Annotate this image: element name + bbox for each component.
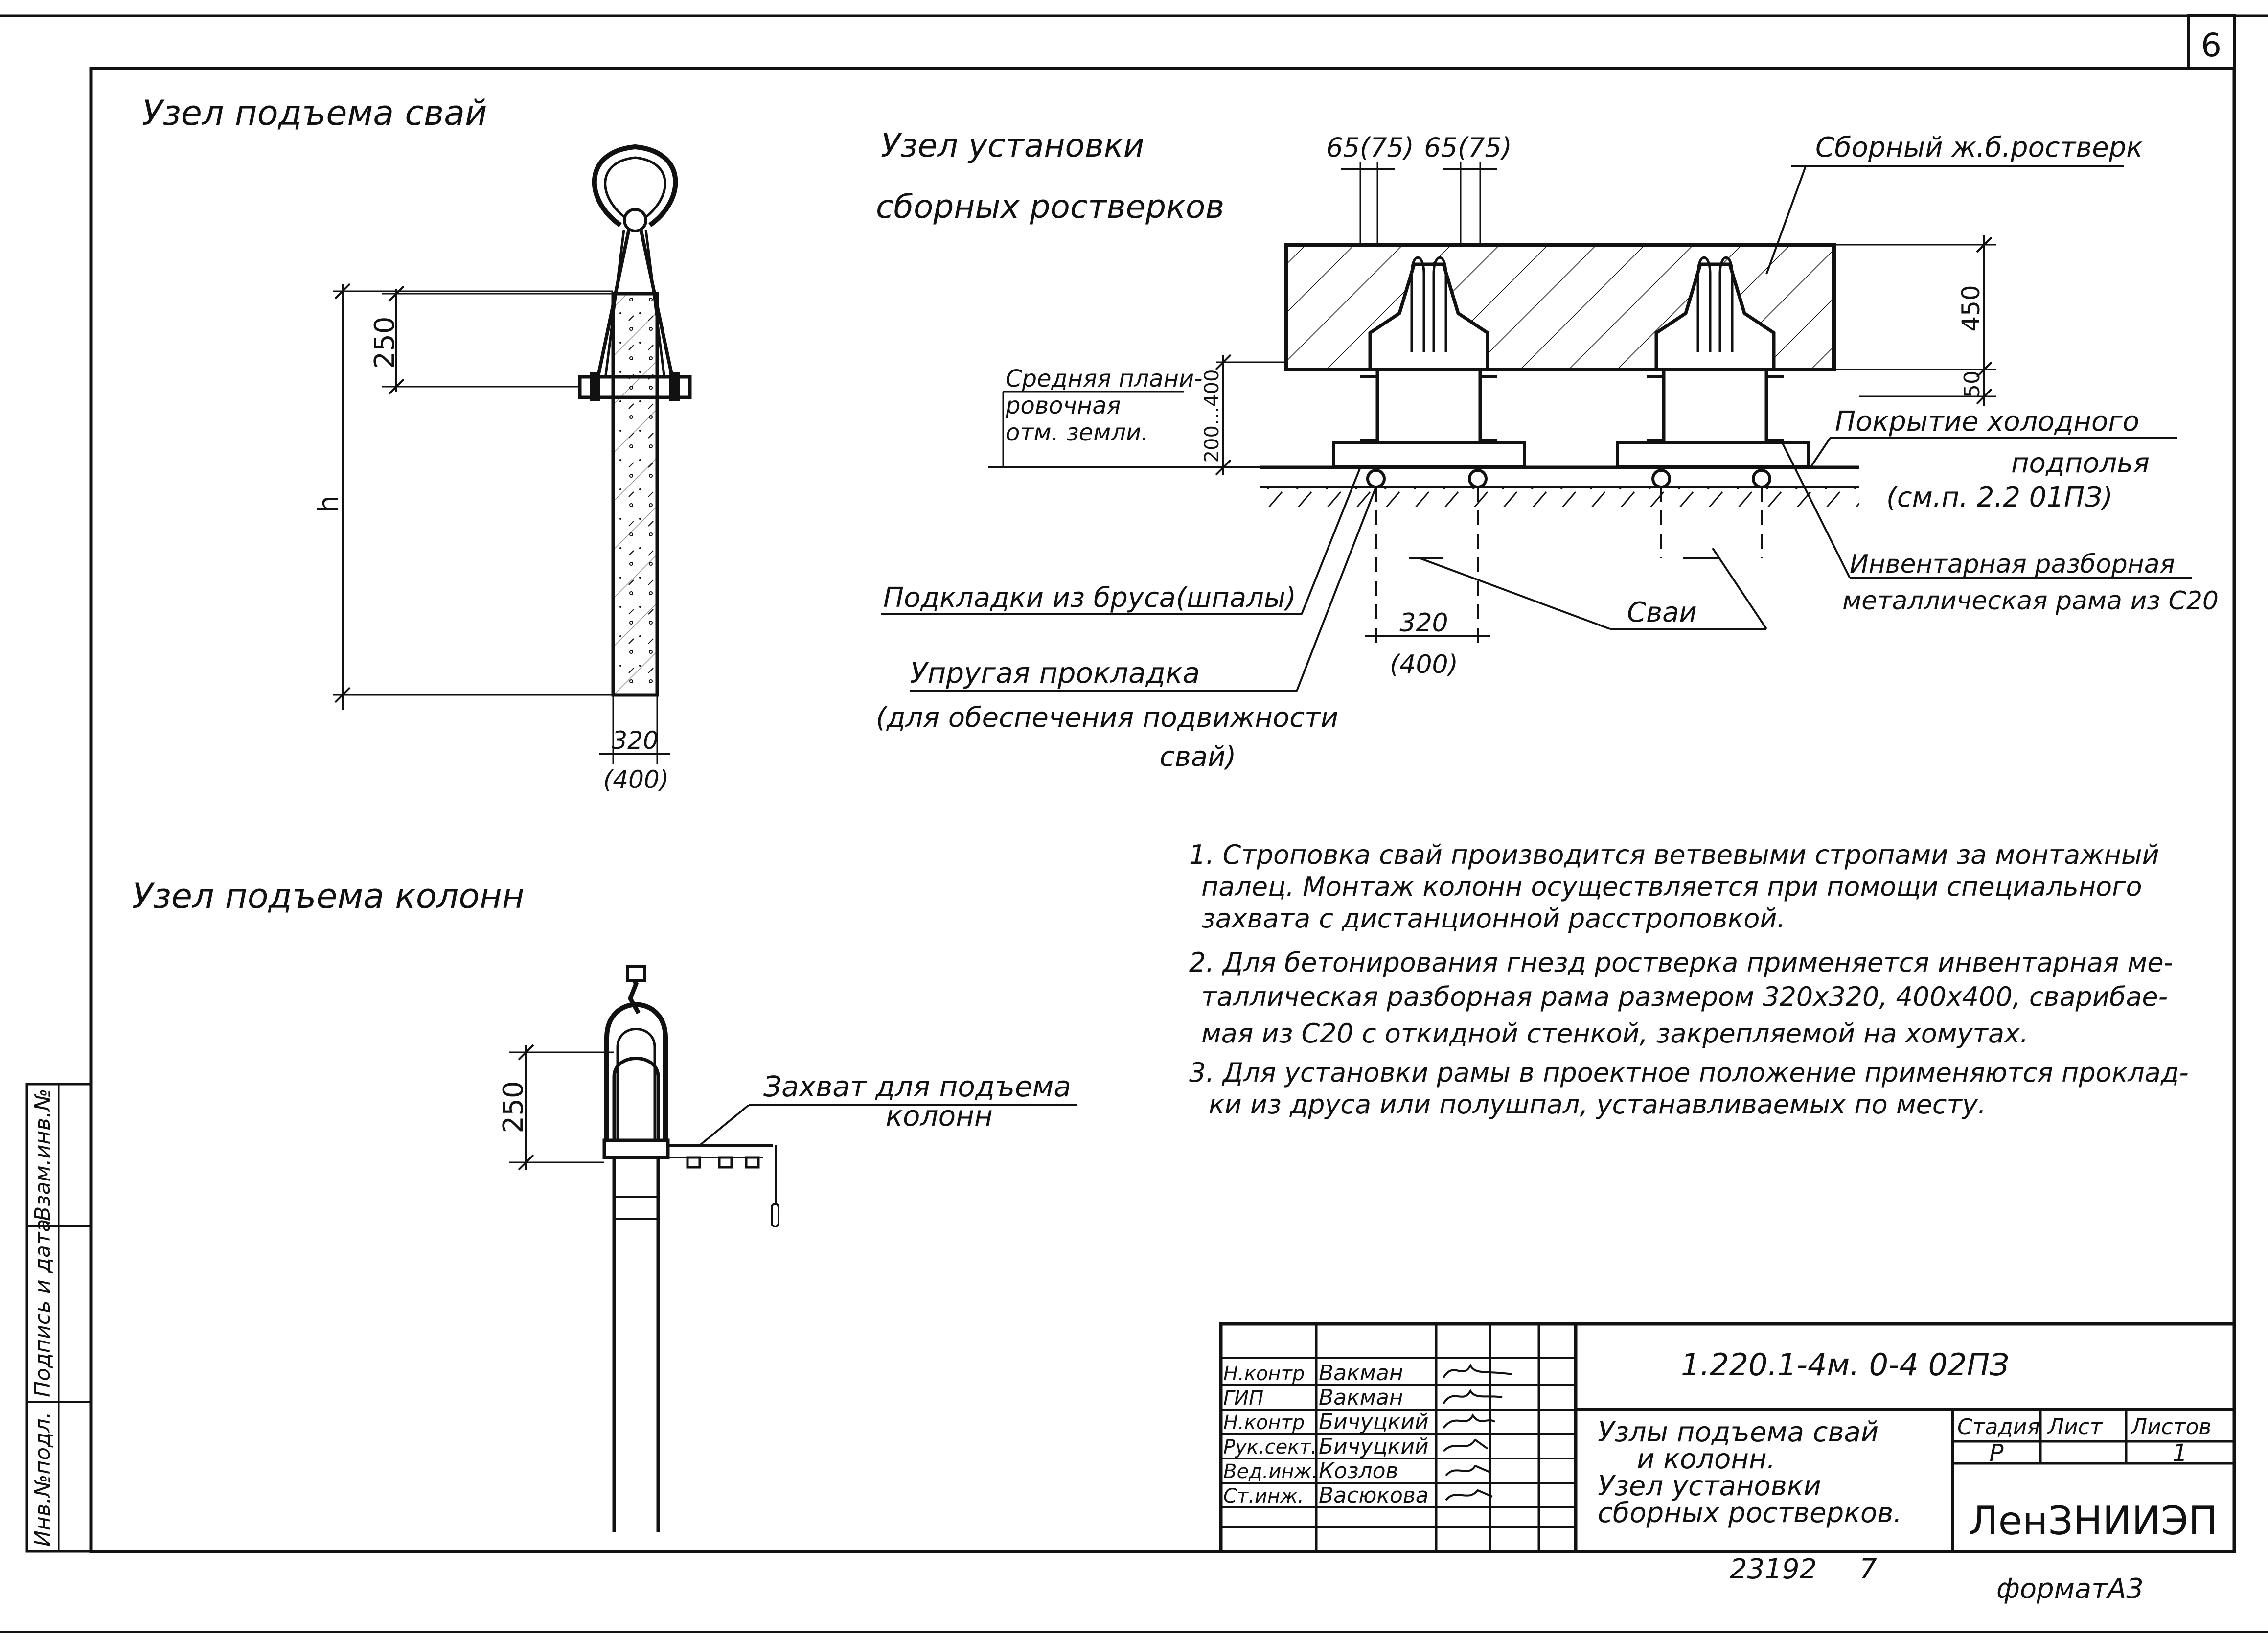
signer-role-5: Вед.инж. bbox=[1223, 1460, 1318, 1483]
grillage-install-detail: 65(75) 65(75) Сборный ж.б.ростверк 450 5… bbox=[876, 132, 2219, 773]
note-line-8: ки из друса или полушпал, устанавливаемы… bbox=[1209, 1089, 1986, 1120]
signer-name-4: Бичуцкий bbox=[1319, 1434, 1429, 1459]
note-line-4: 2. Для бетонирования гнезд ростверка при… bbox=[1189, 947, 2173, 978]
general-notes: 1. Строповка свай производится ветвевыми… bbox=[1189, 839, 2189, 1120]
doc-description-3: Узел установки bbox=[1598, 1470, 1821, 1502]
grip-label-line2: колонн bbox=[886, 1099, 993, 1133]
label-avg-ground-3: отм. земли. bbox=[1006, 419, 1148, 446]
install-dim-320: 320 bbox=[1399, 608, 1448, 638]
label-elastic-2: (для обеспечения подвижности bbox=[876, 702, 1338, 734]
label-piles: Сваи bbox=[1627, 597, 1697, 628]
note-line-1: 1. Строповка свай производится ветвевыми… bbox=[1189, 839, 2159, 870]
stamp-signature-date: Подпись и дата bbox=[30, 1219, 55, 1397]
pile-dim-250: 250 bbox=[369, 317, 401, 369]
dim-450: 450 bbox=[1957, 285, 1985, 331]
note-line-5: таллическая разборная рама размером 320х… bbox=[1201, 981, 2168, 1012]
doc-code: 1.220.1-4м. 0-4 02ПЗ bbox=[1681, 1347, 2009, 1383]
label-avg-ground-2: ровочная bbox=[1005, 392, 1121, 419]
note-line-6: мая из С20 с откидной стенкой, закрепляе… bbox=[1201, 1018, 2028, 1049]
stamp-replace-inv: Взам.инв.№ bbox=[30, 1088, 55, 1221]
install-dim-400: (400) bbox=[1390, 650, 1458, 679]
label-avg-ground-1: Средняя плани- bbox=[1006, 365, 1202, 393]
signer-role-3: Н.контр bbox=[1223, 1412, 1305, 1434]
signer-name-3: Бичуцкий bbox=[1319, 1410, 1429, 1435]
dim-200-400: 200...400 bbox=[1201, 370, 1223, 463]
signer-name-6: Васюкова bbox=[1319, 1483, 1429, 1508]
column-dim-250: 250 bbox=[498, 1081, 529, 1134]
sheet-number: 6 bbox=[2201, 26, 2222, 64]
stage-value: Р bbox=[1990, 1439, 2004, 1467]
signer-role-4: Рук.сект. bbox=[1223, 1436, 1317, 1458]
sheets-value: 1 bbox=[2173, 1439, 2188, 1467]
label-frame-1: Инвентарная разборная bbox=[1850, 550, 2175, 579]
pile-dim-400: (400) bbox=[603, 765, 669, 794]
doc-description-1: Узлы подъема свай bbox=[1598, 1416, 1879, 1448]
archive-number: 23192 bbox=[1730, 1553, 1817, 1585]
signer-name-1: Вакман bbox=[1319, 1361, 1403, 1386]
label-sleepers: Подкладки из бруса(шпалы) bbox=[883, 582, 1296, 614]
organization: ЛенЗНИИЭП bbox=[1969, 1498, 2218, 1544]
dim-50: 50 bbox=[1960, 370, 1985, 398]
title-install-line2: сборных ростверков bbox=[876, 188, 1224, 226]
grip-label-line1: Захват для подъема bbox=[763, 1070, 1071, 1103]
title-install-line1: Узел установки bbox=[881, 127, 1145, 164]
note-line-3: захвата с дистанционной расстроповкой. bbox=[1201, 903, 1786, 934]
label-cold-floor-1: Покрытие холодного bbox=[1835, 406, 2139, 438]
title-block: Н.контр Вакман ГИП Вакман Н.контр Бичуцк… bbox=[1219, 1322, 2236, 1553]
sheets-header: Листов bbox=[2130, 1414, 2211, 1439]
doc-description-2: и колонн. bbox=[1637, 1443, 1775, 1475]
doc-description-4: сборных ростверков. bbox=[1598, 1497, 1902, 1529]
label-frame-2: металлическая рама из С20 bbox=[1842, 586, 2219, 616]
label-cold-floor-3: (см.п. 2.2 01ПЗ) bbox=[1886, 482, 2113, 513]
label-precast-grillage: Сборный ж.б.ростверк bbox=[1815, 132, 2143, 163]
sheet-frame: 6 bbox=[0, 14, 2268, 1633]
title-column-lift: Узел подъема колонн bbox=[132, 876, 525, 916]
title-pile-lift: Узел подъема свай bbox=[142, 93, 487, 133]
signer-role-6: Ст.инж. bbox=[1223, 1485, 1304, 1507]
dim-65-75-left: 65(75) bbox=[1326, 132, 1414, 163]
side-stamp: Инв.№подл. Подпись и дата Взам.инв.№ bbox=[25, 1083, 92, 1553]
dim-65-75-right: 65(75) bbox=[1424, 132, 1512, 163]
pile-dim-h: h bbox=[313, 495, 344, 513]
signer-role-2: ГИП bbox=[1223, 1387, 1263, 1410]
note-line-7: 3. Для установки рамы в проектное положе… bbox=[1189, 1057, 2189, 1088]
label-elastic-1: Упругая прокладка bbox=[910, 656, 1200, 690]
sheet-header: Лист bbox=[2047, 1414, 2103, 1439]
column-lift-detail: Захват для подъема колонн 250 bbox=[498, 965, 1077, 1532]
signer-name-2: Вакман bbox=[1319, 1385, 1403, 1410]
signer-name-5: Козлов bbox=[1319, 1458, 1398, 1483]
note-line-2: палец. Монтаж колонн осуществляется при … bbox=[1201, 871, 2142, 902]
pile-dim-320: 320 bbox=[612, 726, 658, 755]
label-elastic-3: свай) bbox=[1160, 741, 1236, 773]
signature-marks bbox=[1443, 1363, 1512, 1501]
signer-role-1: Н.контр bbox=[1223, 1363, 1305, 1385]
sheet-format: форматА3 bbox=[1996, 1573, 2144, 1605]
stamp-inv-number: Инв.№подл. bbox=[30, 1412, 55, 1547]
stage-header: Стадия bbox=[1957, 1414, 2040, 1439]
pile-lift-detail: 250 h 320 (400) bbox=[313, 144, 692, 794]
archive-suffix: 7 bbox=[1859, 1553, 1877, 1585]
label-cold-floor-2: подполья bbox=[2011, 447, 2150, 479]
sheet-number-box bbox=[2187, 14, 2236, 70]
